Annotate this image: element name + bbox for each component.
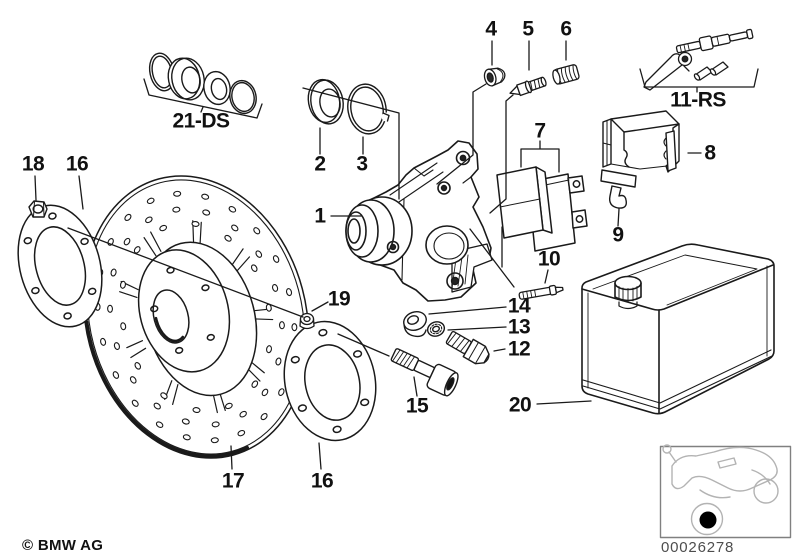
brake-disc-drawing [82, 175, 310, 459]
clip-8-drawing [602, 110, 680, 173]
part-label-4[interactable]: 4 [485, 17, 497, 41]
part-label-15[interactable]: 15 [405, 394, 429, 418]
plug-6-drawing [552, 64, 580, 85]
part-label-8[interactable]: 8 [704, 141, 716, 165]
cap-4-drawing [483, 67, 506, 87]
part-label-10[interactable]: 10 [537, 247, 561, 271]
bushing-14-drawing [403, 310, 427, 338]
brake-pads-drawing [496, 166, 588, 252]
bleeder-valve-5-drawing [509, 76, 547, 97]
motorcycle-icon [662, 444, 779, 536]
hex-bolt-12-drawing [445, 330, 490, 365]
flange-bottom-drawing [283, 320, 377, 442]
nut-19-drawing [299, 312, 315, 330]
pin-10-drawing [518, 284, 564, 300]
part-label-5[interactable]: 5 [522, 17, 534, 41]
part-label-14[interactable]: 14 [507, 294, 531, 318]
image-number: 00026278 [661, 539, 735, 556]
repair-kit-11rs-drawing [643, 28, 754, 91]
socket-bolt-15-drawing [390, 348, 459, 397]
part-label-16-left[interactable]: 16 [65, 152, 89, 176]
reservoir-cap [614, 275, 642, 310]
part-label-21-DS[interactable]: 21-DS [172, 109, 230, 133]
part-label-18[interactable]: 18 [21, 152, 45, 176]
circlip-3-drawing [347, 83, 391, 135]
part-label-16-bottom[interactable]: 16 [310, 469, 334, 493]
spring-9-drawing [600, 169, 637, 209]
seal-2-drawing [307, 78, 344, 125]
model-thumbnail-box [659, 444, 792, 539]
reservoir-drawing [581, 243, 775, 415]
part-label-19[interactable]: 19 [327, 287, 351, 311]
flange-left-drawing [17, 204, 103, 328]
hex-nut-18-drawing [28, 200, 48, 218]
part-label-7[interactable]: 7 [534, 119, 546, 143]
copyright-text: © BMW AG [22, 537, 104, 554]
part-label-9[interactable]: 9 [612, 223, 624, 247]
part-label-12[interactable]: 12 [507, 337, 531, 361]
part-label-1[interactable]: 1 [314, 204, 326, 228]
part-label-13[interactable]: 13 [507, 315, 531, 339]
caliper-drawing [345, 140, 493, 302]
part-label-11-RS[interactable]: 11-RS [670, 88, 726, 112]
lockwasher-13-drawing [426, 321, 446, 337]
leader-lines [34, 40, 759, 470]
part-label-17[interactable]: 17 [221, 469, 245, 493]
part-label-20[interactable]: 20 [508, 393, 532, 417]
part-label-3[interactable]: 3 [356, 152, 368, 176]
part-label-6[interactable]: 6 [560, 17, 572, 41]
part-label-2[interactable]: 2 [314, 152, 326, 176]
caliper-piston-drawing [345, 196, 413, 266]
seal-kit-21ds-drawing [148, 52, 257, 115]
